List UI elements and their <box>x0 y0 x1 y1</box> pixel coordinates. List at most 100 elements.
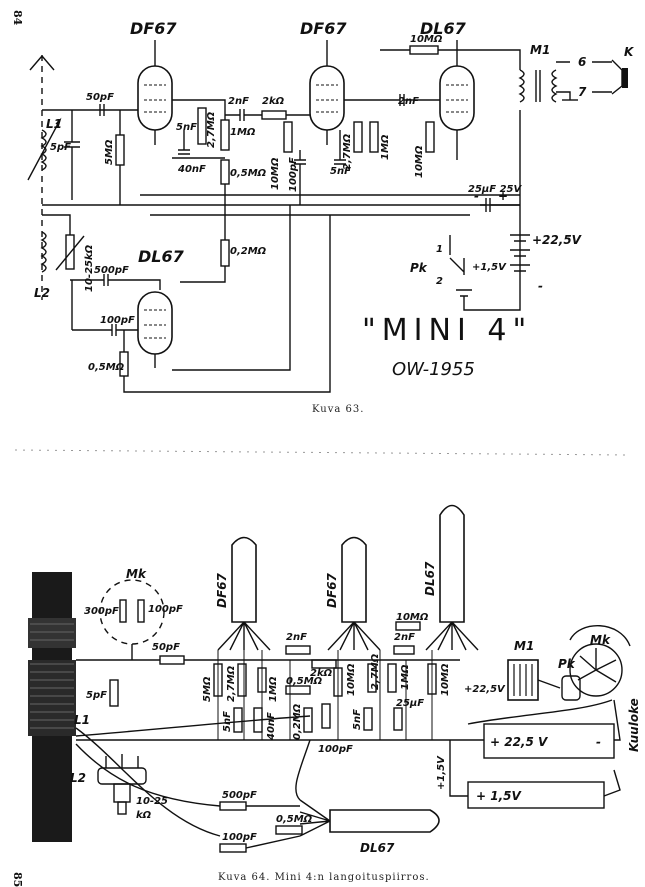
transformer-m1 <box>507 659 539 701</box>
battery-22-5V <box>483 723 615 759</box>
label-cap-plus: + <box>498 189 508 203</box>
label-m1: M1 <box>514 639 534 653</box>
label-22-5V-b: + 22,5 V <box>490 735 549 749</box>
switch-pk <box>561 675 581 701</box>
label-pk: Pk <box>558 657 576 671</box>
resistor-2-7M <box>237 663 247 697</box>
label-pin-6: 6 <box>578 55 586 69</box>
label-500pF: 500pF <box>222 790 257 801</box>
label-500pF: 500pF <box>94 265 129 276</box>
label-100pF: 100pF <box>148 604 183 615</box>
cap-500pF <box>70 274 161 290</box>
label-10M-a: 10MΩ <box>346 663 357 696</box>
label-5M: 5MΩ <box>202 676 213 702</box>
resistor-1M-b <box>387 663 397 693</box>
page-number-bottom: 85 <box>11 872 24 887</box>
label-5pF: 5pF <box>86 690 107 701</box>
label-5nF: 5nF <box>176 122 197 133</box>
label-50pF: 50pF <box>86 92 114 103</box>
cap-500pF <box>219 801 247 811</box>
resistor-0-2M <box>220 239 230 267</box>
label-100pF-a: 100pF <box>288 157 299 192</box>
label-22-5V-a: +22,5V <box>464 684 506 695</box>
tube-dl67-1 <box>425 504 479 651</box>
label-battery-minus: - <box>596 735 601 749</box>
label-300pF: 300pF <box>84 606 119 617</box>
battery-22-5V <box>510 234 530 272</box>
label-l2: L2 <box>70 771 86 785</box>
label-1M-b: 1MΩ <box>380 134 391 160</box>
resistor-1M-b <box>369 121 379 153</box>
resistor-2-7M <box>197 107 207 145</box>
cap-5nF <box>178 130 190 155</box>
label-25uF: 25μF 25V <box>468 184 523 195</box>
resistor-10M-a <box>283 121 293 153</box>
label-10M-b: 10MΩ <box>440 663 451 696</box>
label-2k: 2kΩ <box>310 668 333 679</box>
label-0-5M-b: 0,5MΩ <box>88 362 125 373</box>
label-2nF-a: 2nF <box>286 632 307 643</box>
resistor-2-7M-b <box>353 121 363 153</box>
tube-label-df67-1: DF67 <box>215 572 229 608</box>
battery-1-5V <box>467 781 605 809</box>
switch-pk <box>449 235 465 275</box>
label-plus-1-5V: +1,5V <box>436 755 447 790</box>
label-battery-minus: - <box>538 279 543 293</box>
label-2-7M-b: 2,7MΩ <box>342 133 353 170</box>
label-kuuloke: Kuuloke <box>627 698 641 752</box>
coil-l1 <box>27 117 62 181</box>
coil-l2 <box>40 231 47 273</box>
label-k: K <box>624 45 635 59</box>
figure-63-subtitle: OW-1955 <box>392 359 475 380</box>
cap-2nF-b <box>393 645 415 655</box>
label-5pF: 5pF <box>50 142 71 153</box>
tube-df67-2 <box>327 536 381 651</box>
resistor-0-5M <box>220 159 230 185</box>
label-1-5V: +1,5V <box>472 262 507 273</box>
label-1M: 1MΩ <box>230 127 256 138</box>
resistor-2k <box>311 659 337 669</box>
cap-2nF-a <box>285 645 311 655</box>
label-5nF-b: 5nF <box>352 709 363 730</box>
page-number-top: 84 <box>11 10 24 26</box>
potentiometer-10-25k <box>97 754 147 815</box>
label-2k: 2kΩ <box>262 96 285 107</box>
label-cap-minus: - <box>474 189 479 203</box>
label-0-5M: 0,5MΩ <box>286 676 323 687</box>
label-5nF-b: 5nF <box>330 166 351 177</box>
label-mk-2: Mk <box>590 633 611 647</box>
antenna-arrow-icon <box>29 54 55 71</box>
label-1-5V: + 1,5V <box>476 789 522 803</box>
tube-label-df67-2: DF67 <box>300 19 347 38</box>
label-l2: L2 <box>34 286 50 300</box>
label-0-5M: 0,5MΩ <box>230 168 267 179</box>
resistor-0-2M <box>303 707 313 733</box>
resistor-10M-top <box>409 45 439 55</box>
resistor-2k <box>261 110 287 120</box>
cap-100pF-a <box>294 150 306 205</box>
headphone-jack-mk <box>569 625 631 697</box>
potentiometer-10-25k <box>65 234 75 270</box>
cap-100pF-b <box>72 324 138 336</box>
resistor-2-7M-b <box>367 663 377 693</box>
cap-100pF-c <box>219 843 247 853</box>
resistor-5M <box>115 134 125 166</box>
figure-63-schematic: L1 L2 50pF 5pF 5MΩ DF67 2,7MΩ 5nF 40nF 1… <box>27 19 635 393</box>
label-2nF-a: 2nF <box>228 96 249 107</box>
battery-1-5V <box>456 289 472 297</box>
tube-label-df67-2: DF67 <box>325 572 339 608</box>
tube-df67-1 <box>137 40 173 145</box>
label-5nF: 5nF <box>222 711 233 732</box>
label-mk: Mk <box>126 567 147 581</box>
tube-label-df67-1: DF67 <box>130 19 177 38</box>
cap-25uF <box>480 198 520 212</box>
cap-50pF <box>159 655 185 665</box>
label-10-25k: 10-25kΩ <box>84 244 95 292</box>
tube-label-dl67-1: DL67 <box>420 19 467 38</box>
label-2-7M: 2,7MΩ <box>226 665 237 702</box>
label-pk: Pk <box>410 261 428 275</box>
cap-25uF <box>393 707 403 731</box>
cap-2nF-a <box>225 109 262 121</box>
cap-2nF-b <box>399 94 440 106</box>
